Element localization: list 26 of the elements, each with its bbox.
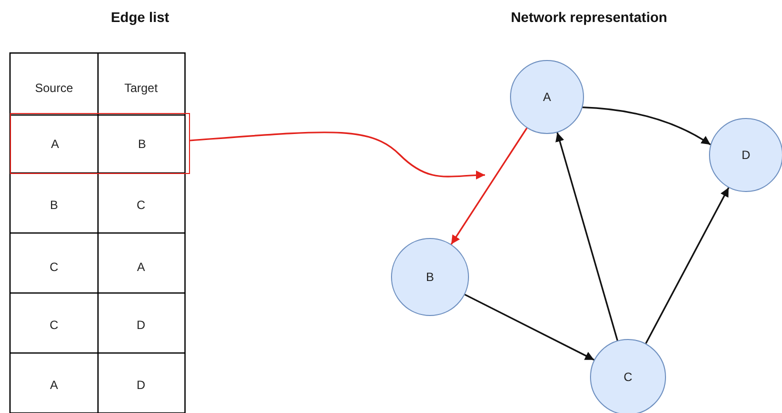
node-label: A [542, 90, 551, 104]
node-letter: D [136, 378, 146, 392]
node-letter: A [51, 137, 59, 151]
arrow [582, 106, 711, 146]
node-letter: B [50, 198, 58, 212]
column-heading: Source [34, 81, 74, 95]
node-letter: A [50, 378, 58, 392]
arrow [555, 132, 618, 341]
section-heading: Edge list [110, 9, 170, 25]
node-letter: C [136, 198, 146, 212]
arrow [190, 132, 486, 180]
arrow [645, 187, 730, 344]
node-letter: A [137, 260, 145, 274]
arrow [450, 128, 528, 245]
highlight-frame [10, 113, 190, 174]
column-heading: Target [124, 81, 158, 95]
section-heading: Network representation [510, 9, 668, 25]
node-label: B [426, 270, 434, 284]
graph-node [590, 339, 666, 413]
node-letter: B [138, 137, 146, 151]
node-label: D [742, 148, 750, 162]
node-letter: C [50, 260, 58, 274]
node-letter: D [136, 318, 146, 332]
node-label: C [624, 370, 632, 384]
arrow [464, 294, 594, 361]
node-letter: C [50, 318, 58, 332]
